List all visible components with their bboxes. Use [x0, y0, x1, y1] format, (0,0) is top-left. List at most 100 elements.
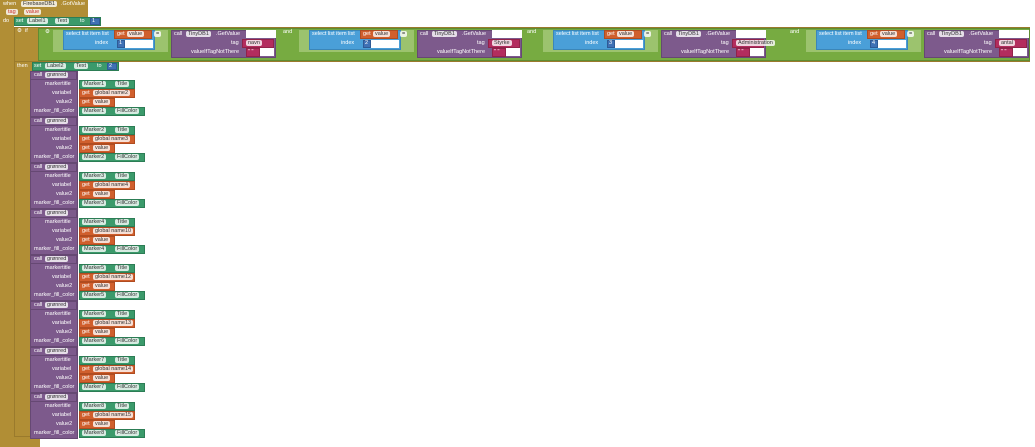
marker-dropdown[interactable]: Marker2 — [82, 127, 107, 133]
value-dropdown[interactable]: value — [93, 283, 111, 289]
procedure-dropdown[interactable]: grønred — [45, 348, 69, 354]
marker-dropdown[interactable]: Marker3 — [82, 200, 107, 206]
empty-string-block[interactable] — [736, 48, 750, 57]
value-dropdown[interactable]: value — [93, 375, 111, 381]
global-var-dropdown[interactable]: global name10 — [93, 228, 134, 234]
marker-title-getter[interactable] — [79, 310, 135, 319]
tinydb-dropdown[interactable]: TinyDB1 — [939, 31, 964, 37]
value-dropdown[interactable]: value — [127, 31, 145, 37]
empty-string-block[interactable] — [492, 48, 506, 57]
param-tag[interactable]: tag — [6, 9, 18, 15]
value-dropdown[interactable]: value — [880, 31, 898, 37]
fillcolor-prop-dropdown[interactable]: FillColor — [115, 430, 140, 436]
marker-fillcolor-getter[interactable] — [79, 107, 145, 116]
marker-dropdown[interactable]: Marker1 — [82, 81, 107, 87]
fillcolor-prop-dropdown[interactable]: FillColor — [115, 108, 140, 114]
marker-fillcolor-getter[interactable] — [79, 337, 145, 346]
fillcolor-prop-dropdown[interactable]: FillColor — [115, 200, 140, 206]
procedure-dropdown[interactable]: grønred — [45, 256, 69, 262]
title-prop-dropdown[interactable]: Title — [115, 265, 130, 271]
value-dropdown[interactable]: value — [93, 237, 111, 243]
marker-dropdown[interactable]: Marker6 — [82, 338, 107, 344]
equals-dropdown[interactable]: = — [400, 31, 408, 37]
procedure-dropdown[interactable]: grønred — [45, 164, 69, 170]
marker-fillcolor-getter[interactable] — [79, 383, 145, 392]
tag-string[interactable]: Administration — [736, 40, 775, 46]
marker-dropdown[interactable]: Marker8 — [82, 403, 107, 409]
value-dropdown[interactable]: value — [93, 145, 111, 151]
index-number[interactable] — [607, 40, 615, 48]
procedure-dropdown[interactable]: grønred — [45, 118, 69, 124]
title-prop-dropdown[interactable]: Title — [115, 219, 130, 225]
title-prop-dropdown[interactable]: Title — [115, 403, 130, 409]
marker-dropdown[interactable]: Marker5 — [82, 292, 107, 298]
value-dropdown[interactable]: value — [93, 191, 111, 197]
procedure-dropdown[interactable]: grønred — [45, 394, 69, 400]
global-var-dropdown[interactable]: global name13 — [93, 320, 134, 326]
marker-title-getter[interactable] — [79, 126, 135, 135]
marker-dropdown[interactable]: Marker7 — [82, 357, 107, 363]
empty-string-block[interactable] — [246, 48, 260, 57]
global-var-dropdown[interactable]: global name3 — [93, 136, 131, 142]
value-dropdown[interactable]: value — [617, 31, 635, 37]
number-block[interactable] — [90, 18, 100, 25]
marker-title-getter[interactable] — [79, 264, 135, 273]
procedure-dropdown[interactable]: grønred — [45, 210, 69, 216]
marker-fillcolor-getter[interactable] — [79, 429, 145, 438]
tinydb-dropdown[interactable]: TinyDB1 — [676, 31, 701, 37]
title-prop-dropdown[interactable]: Title — [115, 311, 130, 317]
title-prop-dropdown[interactable]: Title — [115, 173, 130, 179]
title-prop-dropdown[interactable]: Title — [115, 357, 130, 363]
global-var-dropdown[interactable]: global name2 — [93, 90, 131, 96]
title-prop-dropdown[interactable]: Title — [115, 81, 130, 87]
equals-dropdown[interactable]: = — [644, 31, 652, 37]
fillcolor-prop-dropdown[interactable]: FillColor — [115, 154, 140, 160]
global-var-dropdown[interactable]: global name12 — [93, 274, 134, 280]
tag-string[interactable]: Styrke — [492, 40, 512, 46]
marker-title-getter[interactable] — [79, 402, 135, 411]
marker-dropdown[interactable]: Marker7 — [82, 384, 107, 390]
procedure-dropdown[interactable]: grønred — [45, 302, 69, 308]
fillcolor-prop-dropdown[interactable]: FillColor — [115, 384, 140, 390]
title-prop-dropdown[interactable]: Title — [115, 127, 130, 133]
equals-dropdown[interactable]: = — [154, 31, 162, 37]
fillcolor-prop-dropdown[interactable]: FillColor — [115, 246, 140, 252]
marker-fillcolor-getter[interactable] — [79, 199, 145, 208]
marker-dropdown[interactable]: Marker1 — [82, 108, 107, 114]
marker-dropdown[interactable]: Marker4 — [82, 219, 107, 225]
text-prop-dropdown[interactable]: Text — [74, 63, 89, 69]
marker-title-getter[interactable] — [79, 356, 135, 365]
marker-dropdown[interactable]: Marker2 — [82, 154, 107, 160]
empty-string-block[interactable] — [999, 48, 1013, 57]
tag-string[interactable]: navn — [246, 40, 262, 46]
marker-dropdown[interactable]: Marker3 — [82, 173, 107, 179]
value-dropdown[interactable]: value — [93, 329, 111, 335]
number-block[interactable] — [107, 63, 117, 70]
index-number[interactable] — [363, 40, 371, 48]
value-dropdown[interactable]: value — [373, 31, 391, 37]
equals-dropdown[interactable]: = — [907, 31, 915, 37]
tinydb-dropdown[interactable]: TinyDB1 — [432, 31, 457, 37]
label1-dropdown[interactable]: Label1 — [27, 18, 48, 24]
tag-string[interactable]: antal — [999, 40, 1015, 46]
marker-fillcolor-getter[interactable] — [79, 245, 145, 254]
marker-dropdown[interactable]: Marker8 — [82, 430, 107, 436]
fillcolor-prop-dropdown[interactable]: FillColor — [115, 292, 140, 298]
text-prop-dropdown[interactable]: Text — [55, 18, 70, 24]
marker-title-getter[interactable] — [79, 218, 135, 227]
marker-fillcolor-getter[interactable] — [79, 153, 145, 162]
marker-title-getter[interactable] — [79, 172, 135, 181]
marker-title-getter[interactable] — [79, 80, 135, 89]
marker-dropdown[interactable]: Marker6 — [82, 311, 107, 317]
fillcolor-prop-dropdown[interactable]: FillColor — [115, 338, 140, 344]
marker-dropdown[interactable]: Marker4 — [82, 246, 107, 252]
param-value[interactable]: value — [24, 9, 42, 15]
index-number[interactable] — [117, 40, 125, 48]
marker-dropdown[interactable]: Marker5 — [82, 265, 107, 271]
procedure-dropdown[interactable]: grønred — [45, 72, 69, 78]
value-dropdown[interactable]: value — [93, 421, 111, 427]
marker-fillcolor-getter[interactable] — [79, 291, 145, 300]
global-var-dropdown[interactable]: global name4 — [93, 182, 131, 188]
global-var-dropdown[interactable]: global name15 — [93, 412, 134, 418]
component-dropdown[interactable]: FirebaseDB1 — [21, 1, 58, 7]
